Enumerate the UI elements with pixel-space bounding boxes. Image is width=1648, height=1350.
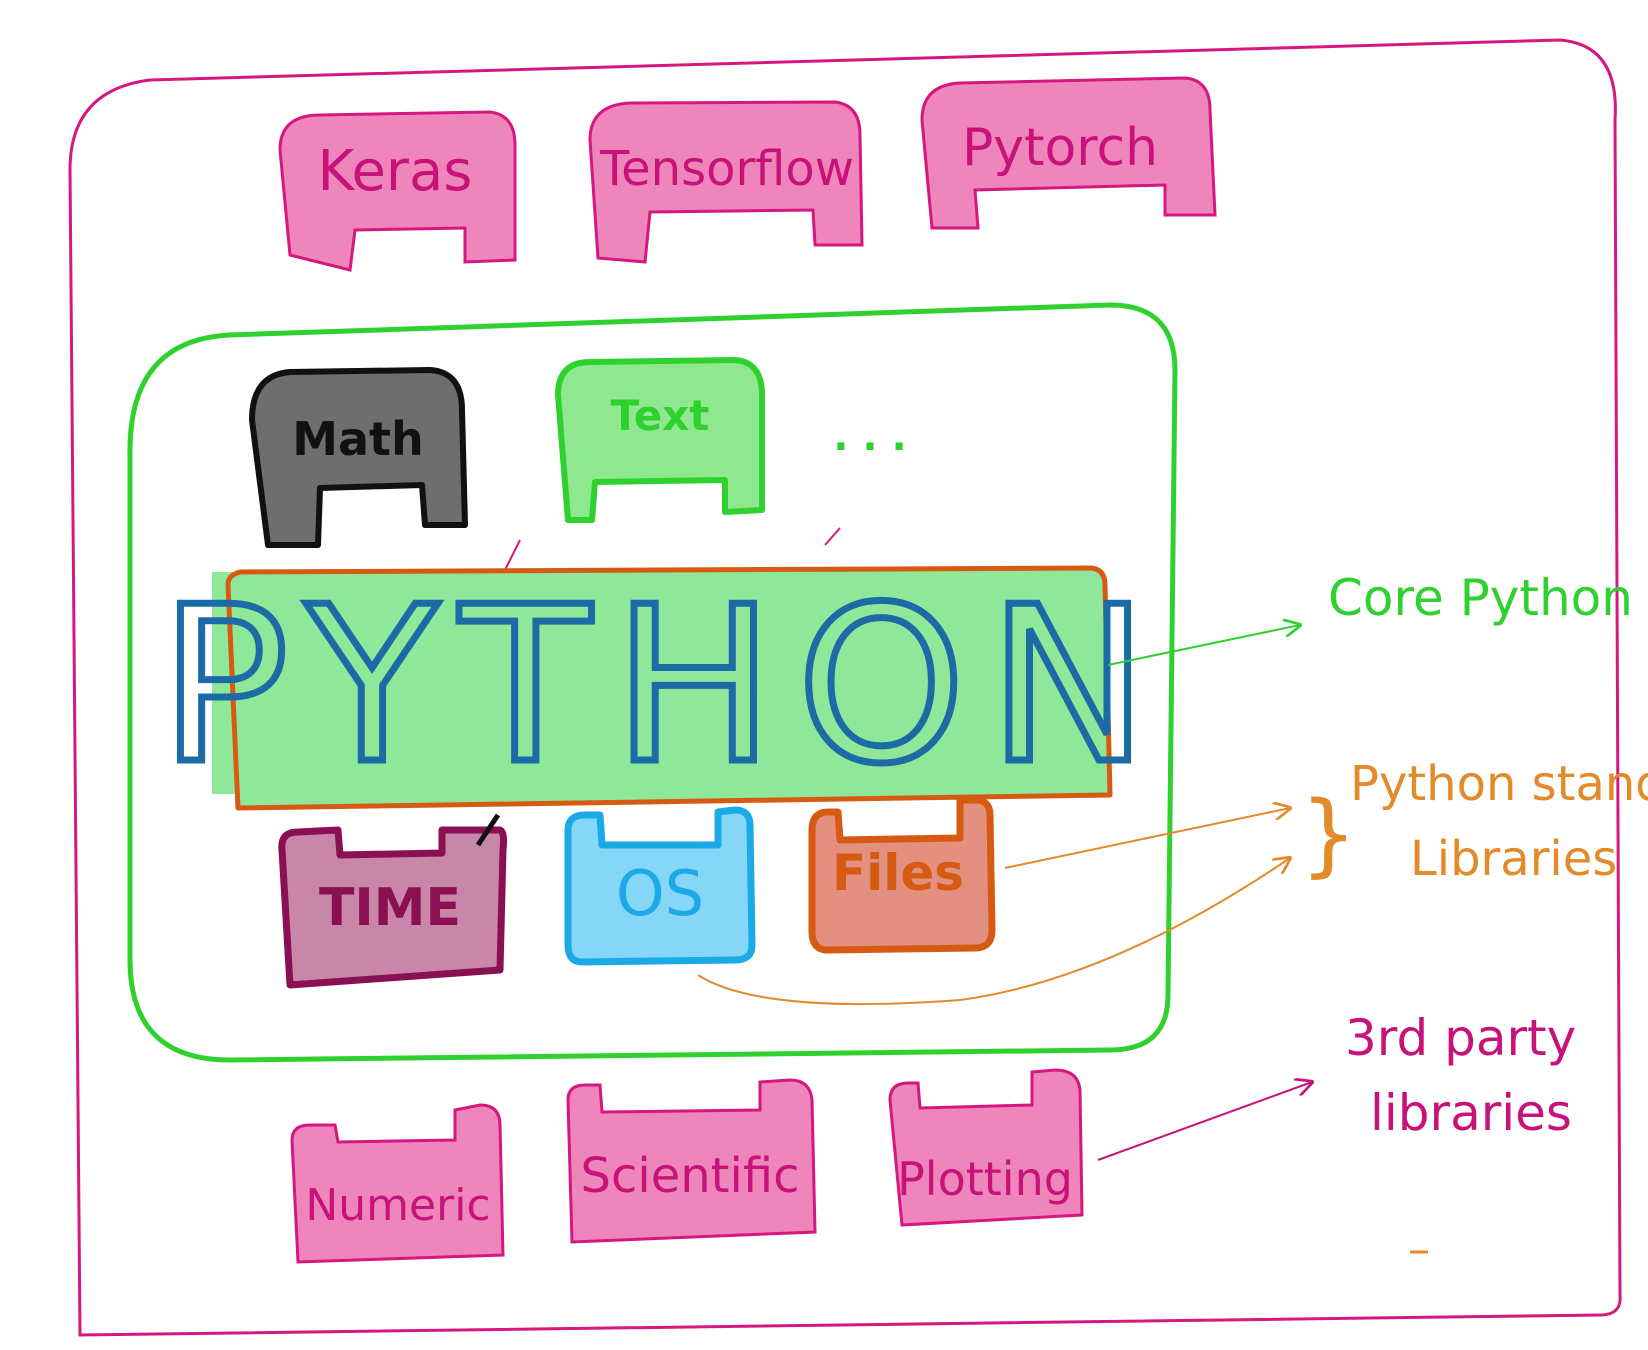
- os-block: OS: [564, 806, 756, 966]
- time-block: TIME: [278, 813, 508, 989]
- third-party-annotation-line1: 3rd party: [1345, 1009, 1576, 1067]
- tensorflow-label: Tensorflow: [599, 141, 854, 197]
- python-core-block: PYTHON: [156, 557, 1170, 815]
- math-label: Math: [292, 412, 424, 466]
- tick-mark: [504, 539, 521, 571]
- numeric-label: Numeric: [305, 1180, 490, 1231]
- ellipsis: . . .: [833, 414, 906, 460]
- text-block: Text: [555, 357, 765, 523]
- pytorch-block: Pytorch: [920, 76, 1217, 230]
- stdlib-brace: }: [1300, 782, 1357, 887]
- tick-mark: [824, 527, 841, 546]
- math-block: Math: [249, 367, 468, 548]
- time-label: TIME: [319, 878, 461, 938]
- scientific-block: Scientific: [566, 1078, 817, 1244]
- python-label: PYTHON: [159, 560, 1170, 811]
- files-block: Files: [808, 796, 996, 954]
- plotting-label: Plotting: [897, 1152, 1073, 1206]
- stdlib-annotation-line1: Python stand: [1350, 756, 1648, 812]
- third-party-annotation-line2: libraries: [1370, 1084, 1572, 1142]
- text-label: Text: [611, 391, 710, 440]
- files-stdlib-arrow: [1004, 808, 1290, 869]
- numeric-block: Numeric: [290, 1103, 505, 1264]
- stdlib-annotation-line2: Libraries: [1410, 831, 1617, 887]
- scientific-label: Scientific: [581, 1148, 800, 1204]
- core-python-boundary: [127, 302, 1178, 1063]
- outer-boundary: [68, 38, 1622, 1337]
- keras-block: Keras: [278, 110, 517, 272]
- files-label: Files: [832, 844, 964, 902]
- pytorch-label: Pytorch: [962, 118, 1158, 178]
- os-stdlib-arrow: [697, 858, 1290, 1006]
- third-party-arrow: [1097, 1082, 1312, 1161]
- keras-label: Keras: [318, 139, 473, 204]
- core-python-arrow: [1107, 625, 1300, 666]
- tensorflow-block: Tensorflow: [588, 100, 864, 264]
- os-label: OS: [616, 857, 704, 930]
- plotting-block: Plotting: [888, 1068, 1084, 1227]
- core-python-annotation: Core Python: [1328, 569, 1633, 627]
